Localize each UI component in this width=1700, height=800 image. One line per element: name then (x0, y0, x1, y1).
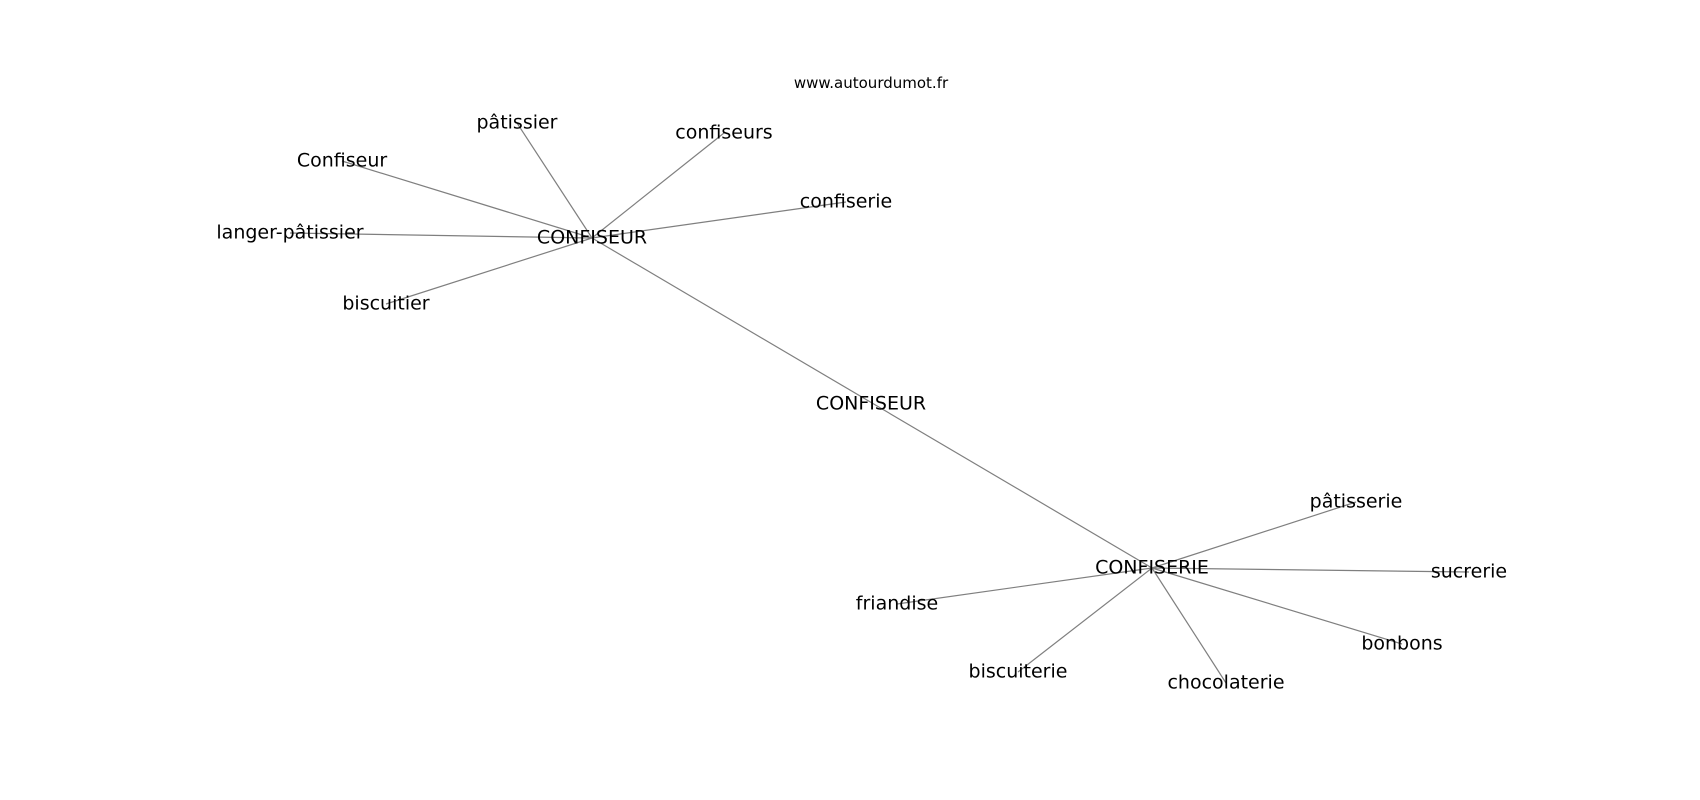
edge-hub2-biscuiterie (1017, 567, 1153, 673)
node-label-patissier[interactable]: pâtissier (476, 112, 557, 134)
edge-hub1-confiserie (591, 201, 847, 239)
node-label-chocolaterie[interactable]: chocolaterie (1167, 672, 1284, 694)
node-label-confiserie[interactable]: confiserie (800, 191, 892, 213)
edge-hub2-bonbons (1151, 567, 1403, 645)
edge-hub1-confiseurs (591, 132, 725, 239)
edges-layer (289, 122, 1470, 684)
node-label-biscuitier[interactable]: biscuitier (342, 293, 429, 315)
edge-hub1-patissier (516, 122, 593, 239)
edge-hub2-sucrerie (1151, 567, 1470, 573)
node-label-center[interactable]: CONFISEUR (816, 393, 926, 415)
node-label-confiseur_cap[interactable]: Confiseur (297, 150, 388, 172)
edge-hub1-confiseur_cap (341, 160, 593, 239)
edge-hub1-biscuitier (385, 237, 593, 305)
node-label-sucrerie[interactable]: sucrerie (1431, 561, 1507, 583)
node-label-langer[interactable]: langer-pâtissier (216, 222, 363, 244)
node-label-hub1[interactable]: CONFISEUR (537, 227, 647, 249)
node-label-confiseurs[interactable]: confiseurs (675, 122, 772, 144)
edge-hub2-chocolaterie (1151, 567, 1227, 684)
node-label-friandise[interactable]: friandise (856, 593, 938, 615)
edge-hub2-friandise (896, 567, 1153, 605)
node-label-hub2[interactable]: CONFISERIE (1095, 557, 1209, 579)
edge-hub1-langer (289, 232, 593, 239)
edge-hub1-hub2 (591, 237, 1153, 569)
node-label-biscuiterie[interactable]: biscuiterie (969, 661, 1068, 683)
edge-hub2-patisserie (1151, 501, 1357, 569)
node-label-patisserie[interactable]: pâtisserie (1310, 491, 1403, 513)
node-label-bonbons[interactable]: bonbons (1361, 633, 1442, 655)
nodes-layer: CONFISEUR CONFISEUR CONFISERIE pâtissier con… (216, 112, 1507, 694)
watermark[interactable]: www.autourdumot.fr (794, 74, 949, 92)
